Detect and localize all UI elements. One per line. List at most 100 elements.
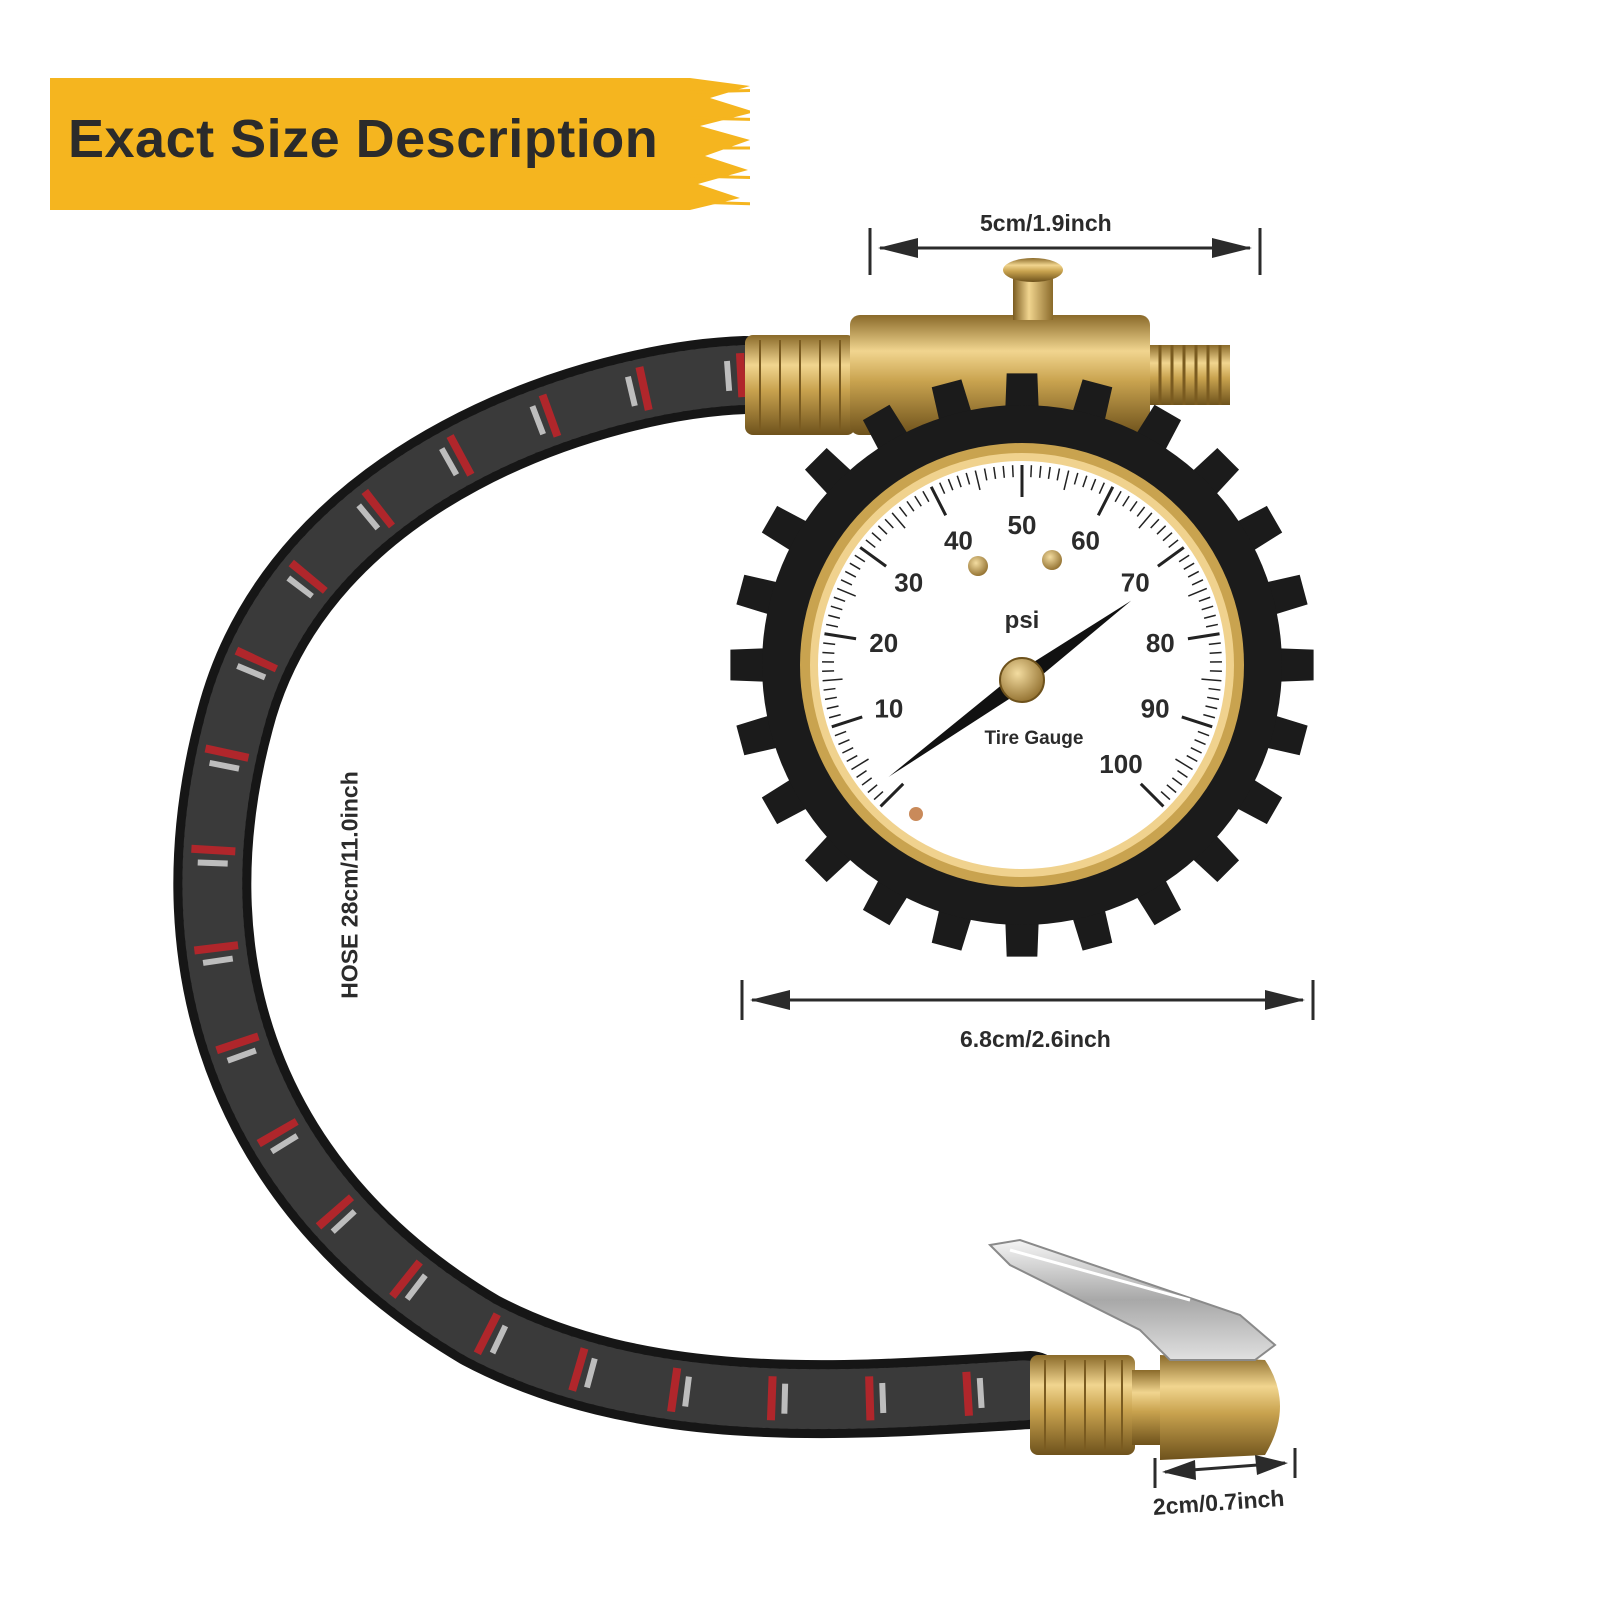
dial-tick bbox=[914, 495, 922, 507]
dial-tick bbox=[828, 614, 841, 619]
dial-number: 80 bbox=[1146, 628, 1175, 658]
dial-tick bbox=[1171, 777, 1183, 786]
title-banner: Exact Size Description bbox=[50, 78, 750, 210]
dial-number: 20 bbox=[869, 628, 898, 658]
dial-tick bbox=[877, 525, 888, 535]
dial-number: 70 bbox=[1121, 568, 1150, 598]
dial-tick bbox=[1203, 713, 1216, 719]
dial-tick bbox=[1186, 754, 1198, 763]
dial-tick bbox=[1002, 465, 1006, 478]
dial-tick bbox=[824, 696, 837, 701]
dial-tick bbox=[1139, 782, 1165, 808]
dial-tick bbox=[1090, 478, 1097, 491]
dial-number: 60 bbox=[1071, 525, 1100, 555]
dial-tick bbox=[1208, 687, 1221, 691]
dial-tick bbox=[1160, 790, 1171, 801]
dimension-lines bbox=[740, 228, 1315, 1488]
dial-tick bbox=[1114, 490, 1122, 503]
dial-tick bbox=[1207, 696, 1220, 701]
dimension-arrowheads bbox=[750, 238, 1305, 1480]
dial-tick bbox=[1181, 715, 1213, 729]
dial-tick bbox=[1030, 465, 1033, 478]
dial-tick bbox=[1190, 747, 1202, 754]
dial-tick bbox=[831, 715, 863, 729]
dial-tick bbox=[1201, 605, 1214, 611]
dial-tick bbox=[1197, 730, 1210, 737]
dial-tick bbox=[828, 713, 841, 719]
dial-number: 10 bbox=[874, 693, 903, 723]
dial-tick bbox=[1168, 539, 1179, 549]
dial-number: 50 bbox=[1008, 510, 1037, 540]
dial-tick bbox=[1187, 632, 1220, 641]
dial-unit-label: psi bbox=[1005, 607, 1040, 634]
dial-tick bbox=[849, 562, 861, 570]
dial-number: 30 bbox=[894, 568, 923, 598]
dial-number: 100 bbox=[1099, 749, 1142, 779]
dial-tick bbox=[1166, 784, 1177, 794]
dial-tick bbox=[846, 754, 858, 763]
dial-tick bbox=[1082, 475, 1088, 488]
dial-tick bbox=[1187, 570, 1200, 578]
dial-tick bbox=[879, 782, 905, 808]
dial-tick bbox=[898, 506, 908, 517]
needle-stop-pin bbox=[909, 807, 923, 821]
dial-tick bbox=[947, 478, 954, 491]
dial-tick bbox=[1073, 472, 1079, 485]
banner-title: Exact Size Description bbox=[68, 109, 659, 169]
dial-tick bbox=[838, 738, 850, 746]
dial-tick bbox=[1138, 512, 1153, 529]
dial-tick bbox=[1177, 770, 1188, 779]
needle-hub bbox=[999, 657, 1045, 703]
dial-tick bbox=[833, 596, 846, 603]
dial-tick bbox=[834, 730, 847, 737]
dial-tick bbox=[1209, 651, 1222, 654]
dial-tick bbox=[922, 490, 930, 503]
dial-tick bbox=[824, 632, 857, 641]
dial-tick bbox=[884, 518, 894, 529]
dial-screw-left bbox=[968, 556, 988, 576]
dial-tick bbox=[1156, 525, 1167, 535]
dial-tick bbox=[1011, 465, 1014, 478]
dial-tick bbox=[840, 579, 853, 586]
dial-tick bbox=[844, 570, 857, 578]
dial-tick bbox=[830, 605, 843, 611]
dial-tick bbox=[1162, 532, 1173, 542]
dial-tick bbox=[1191, 579, 1204, 586]
dial-tick bbox=[956, 475, 962, 488]
dial-tick bbox=[1098, 482, 1105, 494]
dial-tick bbox=[867, 784, 878, 794]
dial-tick bbox=[993, 466, 997, 479]
dial-tick bbox=[983, 468, 988, 481]
dial-number: 90 bbox=[1141, 693, 1170, 723]
dial-tick bbox=[822, 651, 835, 654]
gauge-total-width-label: 6.8cm/2.6inch bbox=[960, 1026, 1111, 1052]
dial-tick bbox=[939, 482, 946, 494]
dial-tick bbox=[1205, 705, 1218, 710]
dial-tick bbox=[856, 770, 867, 779]
dial-tick bbox=[871, 532, 882, 542]
dial-tick bbox=[891, 512, 906, 529]
dial-tick bbox=[1038, 465, 1042, 478]
dial-tick bbox=[854, 554, 866, 563]
dial-screw-right bbox=[1042, 550, 1062, 570]
dial-tick bbox=[1205, 623, 1218, 628]
dial-tick bbox=[826, 705, 839, 710]
dial-tick bbox=[906, 500, 915, 512]
dial-tick bbox=[1208, 642, 1221, 646]
dial-tick bbox=[1150, 518, 1160, 529]
dial-tick bbox=[1188, 587, 1208, 597]
dial-number: 40 bbox=[944, 525, 973, 555]
dial-tick bbox=[1096, 486, 1115, 516]
dial-tick bbox=[1157, 546, 1185, 568]
dial-tick bbox=[823, 687, 836, 691]
dial-brand-label: Tire Gauge bbox=[985, 728, 1084, 749]
dial-tick bbox=[1201, 678, 1222, 682]
dial-tick bbox=[965, 472, 971, 485]
dial-tick bbox=[1136, 506, 1146, 517]
dial-tick bbox=[842, 747, 854, 754]
dial-tick bbox=[1175, 758, 1193, 771]
dial-tick bbox=[823, 642, 836, 646]
dial-tick bbox=[974, 470, 981, 491]
dial-tick bbox=[1198, 596, 1211, 603]
